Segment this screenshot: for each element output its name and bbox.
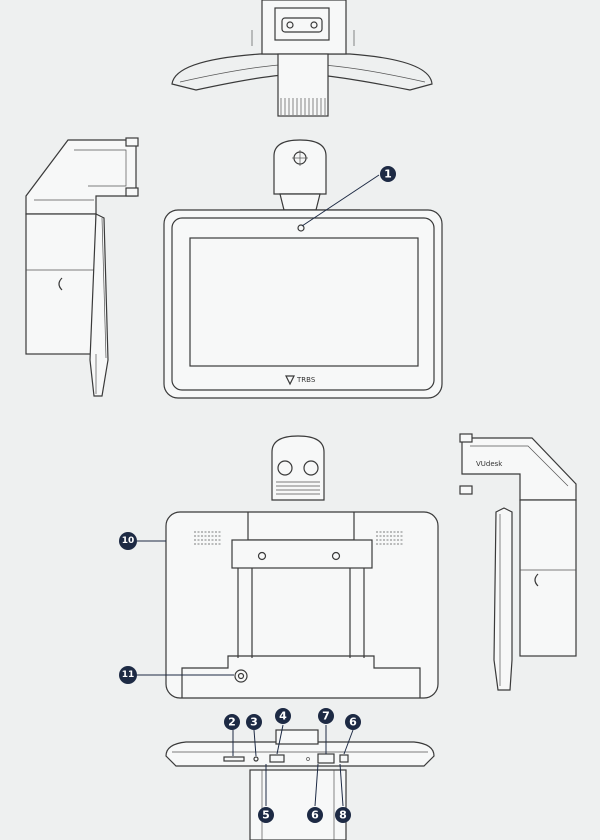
bottom-view bbox=[165, 729, 435, 840]
left-side-view bbox=[25, 137, 139, 397]
callout-8: 8 bbox=[335, 807, 351, 823]
callout-11: 11 bbox=[119, 666, 137, 684]
svg-text:4: 4 bbox=[279, 710, 287, 723]
callout-3: 3 bbox=[246, 714, 262, 730]
callout-leaders bbox=[137, 174, 380, 807]
svg-text:7: 7 bbox=[322, 710, 330, 723]
rear-view bbox=[165, 435, 439, 699]
callout-2: 2 bbox=[224, 714, 240, 730]
brand-logo-icon bbox=[285, 375, 295, 386]
svg-text:5: 5 bbox=[262, 809, 270, 822]
top-view bbox=[171, 0, 433, 117]
callout-10: 10 bbox=[119, 532, 137, 550]
svg-text:10: 10 bbox=[122, 536, 135, 546]
svg-text:1: 1 bbox=[384, 168, 392, 181]
svg-text:6: 6 bbox=[311, 809, 319, 822]
callout-6-bottom: 6 bbox=[307, 807, 323, 823]
front-view: TRBS bbox=[163, 139, 443, 399]
svg-text:11: 11 bbox=[122, 670, 135, 680]
svg-text:2: 2 bbox=[228, 716, 236, 729]
rear-button-icon bbox=[234, 669, 248, 683]
svg-text:8: 8 bbox=[339, 809, 347, 822]
callout-7: 7 bbox=[318, 708, 334, 724]
front-camera-icon bbox=[297, 224, 305, 232]
svg-text:6: 6 bbox=[349, 716, 357, 729]
callout-4: 4 bbox=[275, 708, 291, 724]
callout-5: 5 bbox=[258, 807, 274, 823]
svg-text:3: 3 bbox=[250, 716, 258, 729]
side-label-text: VUdesk bbox=[476, 460, 503, 468]
right-side-view: VUdesk bbox=[459, 433, 577, 691]
brand-logo-text: TRBS bbox=[296, 376, 316, 384]
callout-1: 1 bbox=[380, 166, 396, 182]
callout-6-top: 6 bbox=[345, 714, 361, 730]
